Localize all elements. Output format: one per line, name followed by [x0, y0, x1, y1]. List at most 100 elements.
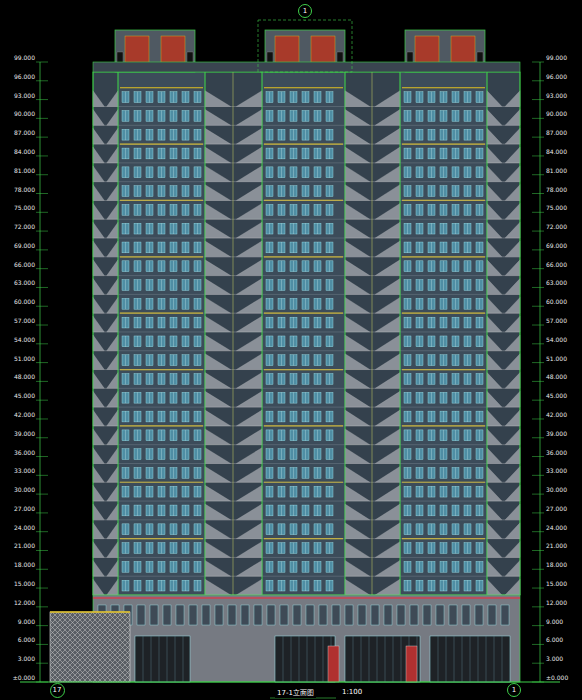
window-mullion: [149, 242, 150, 253]
window-mullion: [329, 430, 330, 441]
window: [122, 374, 129, 385]
balcony-slab: [345, 331, 400, 332]
balcony-slab: [345, 519, 400, 520]
balcony-slab: [205, 463, 262, 464]
podium-window: [150, 605, 158, 625]
level-tick: [36, 625, 48, 626]
window-mullion: [149, 167, 150, 178]
balcony-hatch: [205, 147, 231, 163]
balcony-slab: [487, 557, 520, 558]
window-mullion: [185, 111, 186, 122]
storefront-mullion: [353, 636, 354, 682]
storefront-mullion: [401, 636, 402, 682]
window: [146, 411, 153, 422]
balcony-hatch: [236, 560, 262, 576]
balcony-hatch: [93, 448, 104, 464]
window: [302, 392, 309, 403]
window-mullion: [467, 411, 468, 422]
window: [134, 449, 141, 460]
window-mullion: [455, 524, 456, 535]
window-mullion: [467, 561, 468, 572]
floor-line: [118, 238, 205, 239]
window: [416, 92, 423, 103]
window: [146, 355, 153, 366]
balcony-hatch: [93, 391, 104, 407]
window-mullion: [269, 186, 270, 197]
window-mullion: [467, 111, 468, 122]
window: [146, 392, 153, 403]
window-mullion: [137, 392, 138, 403]
balcony-hatch: [345, 203, 370, 219]
window: [158, 580, 165, 591]
window-mullion: [455, 129, 456, 140]
window-mullion: [455, 374, 456, 385]
storefront-mullion: [393, 636, 394, 682]
balcony-slab: [205, 519, 262, 520]
floor-line: [118, 275, 205, 276]
window: [326, 298, 333, 309]
balcony-hatch: [107, 316, 118, 332]
window-mullion: [407, 186, 408, 197]
balcony-hatch: [375, 91, 400, 107]
balcony-slab: [345, 162, 400, 163]
balcony-hatch: [375, 542, 400, 558]
window-mullion: [137, 167, 138, 178]
window: [416, 317, 423, 328]
window-mullion: [197, 204, 198, 215]
window: [146, 148, 153, 159]
level-label: 21.000: [14, 542, 35, 549]
balcony-hatch: [487, 579, 502, 595]
level-label: 27.000: [546, 505, 567, 512]
balcony-slab: [345, 125, 400, 126]
level-tick: [36, 400, 48, 401]
balcony-slab: [345, 313, 400, 314]
balcony-slab: [205, 144, 262, 145]
window-mullion: [329, 449, 330, 460]
window: [122, 430, 129, 441]
level-tick: [36, 569, 48, 570]
window-mullion: [269, 280, 270, 291]
level-tick: [532, 437, 544, 438]
window-mullion: [173, 148, 174, 159]
level-label: 90.000: [14, 110, 35, 117]
window-mullion: [185, 336, 186, 347]
balcony-hatch: [345, 222, 370, 238]
balcony-hatch: [375, 485, 400, 501]
window: [266, 223, 273, 234]
balcony-hatch: [487, 279, 502, 295]
outline: [93, 72, 94, 595]
window: [428, 467, 435, 478]
balcony-slab: [345, 501, 400, 502]
window-mullion: [269, 111, 270, 122]
window-mullion: [197, 411, 198, 422]
window-mullion: [197, 186, 198, 197]
window-mullion: [293, 204, 294, 215]
window-mullion: [479, 449, 480, 460]
window: [404, 317, 411, 328]
window-mullion: [161, 336, 162, 347]
window-mullion: [443, 486, 444, 497]
window-mullion: [467, 242, 468, 253]
balcony-slab: [205, 350, 262, 351]
floor-line: [118, 369, 205, 370]
window-mullion: [293, 355, 294, 366]
window: [452, 411, 459, 422]
window-mullion: [125, 411, 126, 422]
balcony-hatch: [236, 203, 262, 219]
window: [416, 561, 423, 572]
window: [326, 186, 333, 197]
window: [194, 374, 201, 385]
window-mullion: [281, 505, 282, 516]
window-mullion: [467, 355, 468, 366]
window: [326, 411, 333, 422]
storefront-mullion: [361, 636, 362, 682]
balcony-hatch: [345, 429, 370, 445]
window: [476, 129, 483, 140]
window: [440, 392, 447, 403]
window-mullion: [185, 374, 186, 385]
window: [428, 242, 435, 253]
window: [134, 524, 141, 535]
window-mullion: [443, 129, 444, 140]
window-mullion: [419, 186, 420, 197]
window: [134, 167, 141, 178]
